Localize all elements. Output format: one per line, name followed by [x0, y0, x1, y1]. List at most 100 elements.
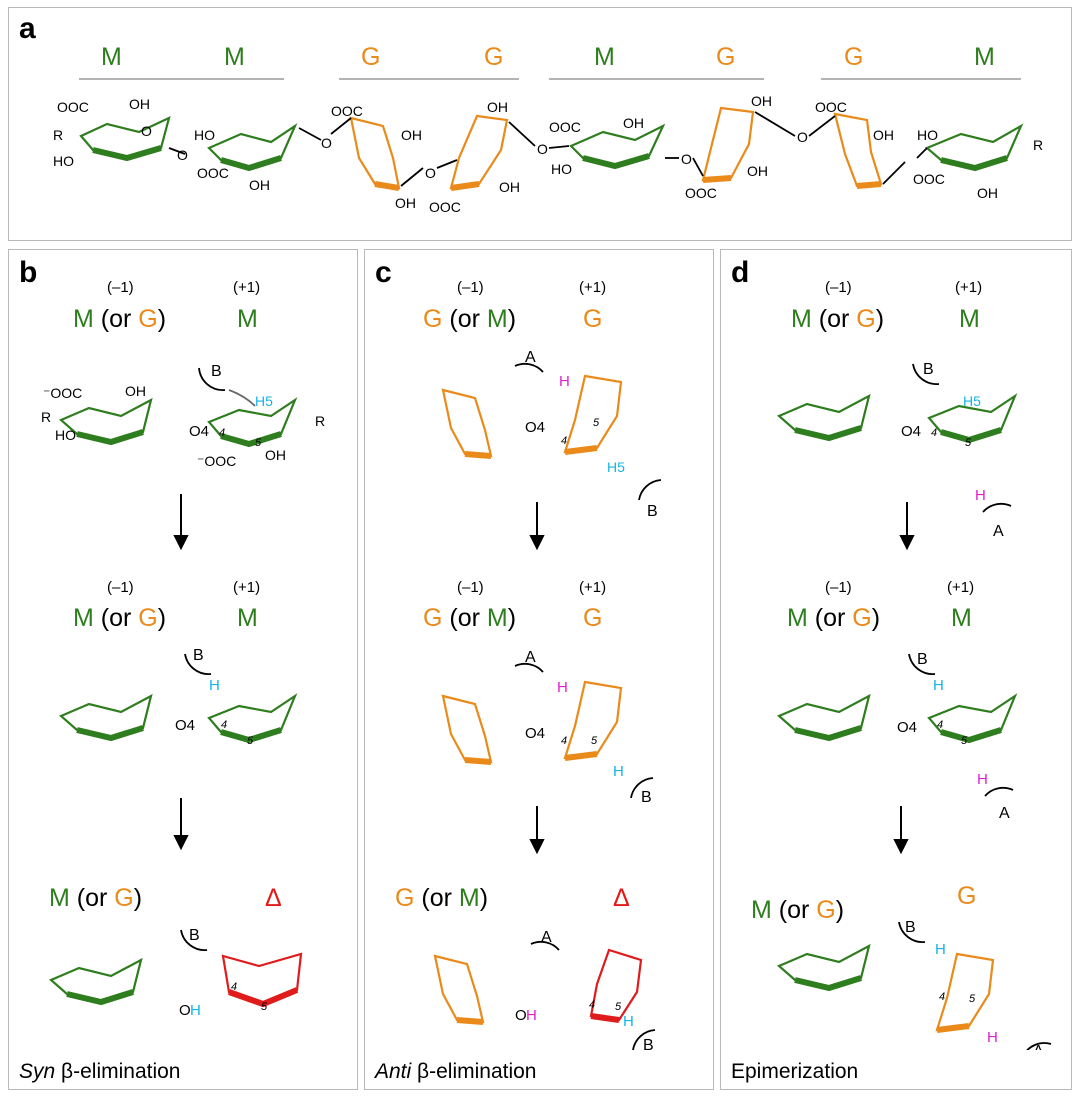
hydroxyl-label: HO	[53, 153, 74, 169]
base-arc	[184, 653, 212, 675]
residue-label: M	[224, 43, 245, 71]
residue-header-right: G	[957, 882, 976, 910]
residue-header-right: M	[237, 305, 258, 333]
hydroxyl-label: HO	[551, 161, 572, 177]
acid-arc	[984, 786, 1014, 797]
proton-label: H	[977, 771, 988, 788]
hydroxyl-label: HO	[194, 127, 215, 143]
reaction-arrow	[173, 494, 189, 551]
delta-label: Δ	[613, 884, 630, 912]
subsite-minus1: (–1)	[457, 579, 484, 596]
ring-oxygen-label: O	[321, 135, 332, 151]
proton-label: H	[559, 373, 570, 390]
panel-caption: Epimerization	[731, 1060, 859, 1083]
residue-header-right: G	[583, 305, 602, 333]
hydroxyl-label: HO	[55, 427, 76, 443]
proton-label: H	[557, 679, 568, 696]
residue-label: G	[844, 43, 863, 71]
residue-header: G (or M)	[395, 884, 488, 912]
base-label: B	[189, 927, 200, 944]
c4-label: 4	[589, 999, 595, 1011]
syn-elimination-scheme: (–1) (+1) M (or G) M B H5 O4 4 5 ⁻OOC ⁻O…	[41, 279, 325, 1019]
hydroxyl-label: OH	[401, 127, 422, 143]
ring-oxygen-label: O	[425, 165, 436, 181]
reaction-arrow	[173, 798, 189, 851]
panel-label: c	[375, 256, 392, 289]
residue-header-right: G	[583, 604, 602, 632]
ring-oxygen-label: O	[141, 123, 152, 139]
subsite-plus1: (+1)	[579, 579, 606, 596]
ring-oxygen-label: O	[177, 147, 188, 163]
residue-label: G	[716, 43, 735, 71]
carboxylate-label: OOC	[549, 119, 581, 135]
hydroxyl-label: OH	[747, 163, 768, 179]
carboxylate-label: OOC	[197, 165, 229, 181]
carboxylate-label: OOC	[685, 185, 717, 201]
alginate-chain: M M G G M G G M	[53, 43, 1043, 215]
disaccharide-step2	[776, 693, 1018, 744]
hydroxyl-label: OH	[873, 127, 894, 143]
base-label: B	[905, 919, 916, 936]
carboxylate-label: ⁻OOC	[197, 453, 236, 469]
c5-label: 5	[255, 437, 262, 449]
o4-label: O4	[897, 719, 917, 736]
panel-b: b (–1) (+1) M (or G) M B H5 O4 4 5 ⁻OOC …	[8, 249, 358, 1090]
base-label: B	[211, 363, 222, 380]
c5-label: 5	[247, 735, 254, 747]
acid-label: A	[525, 349, 536, 366]
c4-label: 4	[221, 719, 227, 731]
subsite-plus1: (+1)	[579, 279, 606, 296]
proton-label: H	[623, 1013, 634, 1030]
o4-label: O4	[175, 717, 195, 734]
carboxylate-label: OOC	[913, 171, 945, 187]
acid-label: A	[993, 523, 1004, 540]
hydroxyl-oxygen: O	[515, 1007, 527, 1024]
residue-label: M	[101, 43, 122, 71]
base-arc	[908, 653, 936, 675]
subsite-minus1: (–1)	[107, 279, 134, 296]
reaction-arrow	[899, 502, 915, 551]
hydroxyl-label: OH	[751, 93, 772, 109]
hydroxyl-label: OH	[623, 115, 644, 131]
unsaturated-product	[221, 952, 303, 1008]
c5-label: 5	[969, 993, 976, 1005]
monosaccharide-product	[433, 954, 485, 1025]
base-label: B	[923, 361, 934, 378]
residue-header: M (or G)	[73, 604, 166, 632]
base-arc	[638, 479, 662, 501]
disaccharide-step2	[441, 680, 623, 765]
proton-label: H	[933, 677, 944, 694]
c4-label: 4	[231, 981, 237, 993]
base-arc	[198, 367, 226, 391]
residue-label: M	[594, 43, 615, 71]
glycosidic-bonds	[168, 111, 928, 187]
c5-label: 5	[591, 735, 598, 747]
ring-oxygen-label: O	[797, 129, 808, 145]
subsite-minus1: (–1)	[825, 279, 852, 296]
disaccharide-step1	[776, 393, 1018, 444]
disaccharide-step2	[58, 693, 298, 744]
disaccharide-step1	[58, 397, 298, 448]
carboxylate-label: OOC	[57, 99, 89, 115]
acid-arc	[514, 362, 544, 373]
residue-label: M	[974, 43, 995, 71]
hydroxyl-label: OH	[125, 383, 146, 399]
o4-label: O4	[525, 725, 545, 742]
h5-label: H5	[255, 393, 273, 409]
base-arc	[180, 929, 208, 951]
r-group-label: R	[315, 413, 325, 429]
acid-label: A	[999, 805, 1010, 822]
mannuronate-ring	[79, 116, 1024, 172]
h5-label: H5	[963, 393, 981, 409]
acid-arc	[514, 662, 544, 673]
carboxylate-label: OOC	[815, 99, 847, 115]
r-group-label: R	[41, 409, 51, 425]
delta-label: Δ	[265, 884, 282, 912]
c4-label: 4	[939, 991, 945, 1003]
base-label: B	[647, 503, 658, 520]
base-label: B	[193, 647, 204, 664]
c5-label: 5	[615, 1001, 622, 1013]
disaccharide-step1	[441, 374, 623, 459]
proton-label: H	[935, 941, 946, 958]
proton-label: H	[975, 487, 986, 504]
